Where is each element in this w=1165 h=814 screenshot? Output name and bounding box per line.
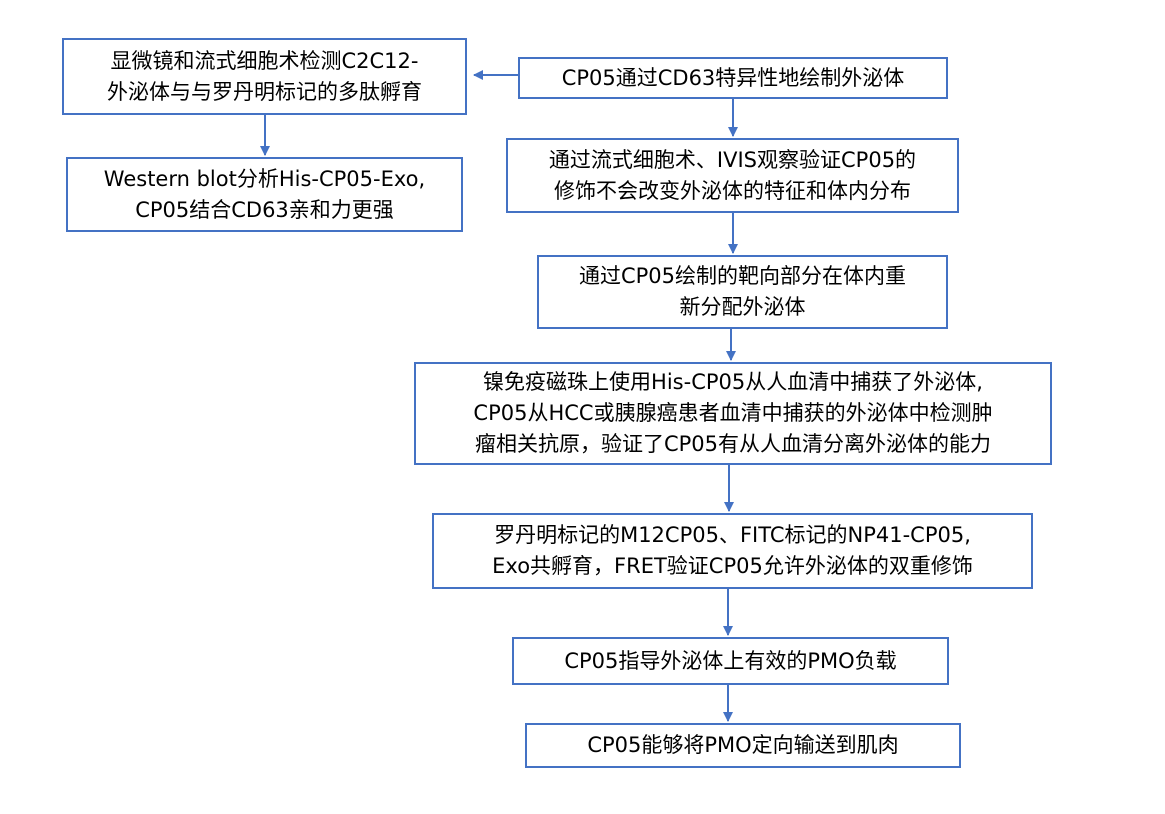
node-pmo-muscle-line-1: CP05能够将PMO定向输送到肌肉 [587,733,899,757]
node-flow-ivis-line-2: 修饰不会改变外泌体的特征和体内分布 [553,178,911,203]
node-microscopy-line-2: 外泌体与与罗丹明标记的多肽孵育 [107,79,422,104]
node-capture-line-2: CP05从HCC或胰腺癌患者血清中捕获的外泌体中检测肿 [473,401,993,425]
node-dual: 罗丹明标记的M12CP05、FITC标记的NP41-CP05, Exo共孵育，F… [432,513,1033,589]
node-western-line-2: CP05结合CD63亲和力更强 [135,197,394,222]
node-redistribute-line-2: 新分配外泌体 [679,295,806,319]
node-capture-line-1: 镍免疫磁珠上使用His-CP05从人血清中捕获了外泌体, [483,370,983,394]
node-flow-ivis: 通过流式细胞术、IVIS观察验证CP05的 修饰不会改变外泌体的特征和体内分布 [506,138,959,213]
node-cp05-paint: CP05通过CD63特异性地绘制外泌体 [518,57,948,99]
node-pmo-muscle: CP05能够将PMO定向输送到肌肉 [525,723,961,768]
node-capture: 镍免疫磁珠上使用His-CP05从人血清中捕获了外泌体, CP05从HCC或胰腺… [414,362,1052,465]
node-western-line-1: Western blot分析His-CP05-Exo, [103,166,426,191]
node-dual-line-1: 罗丹明标记的M12CP05、FITC标记的NP41-CP05, [494,523,971,547]
node-redistribute-line-1: 通过CP05绘制的靶向部分在体内重 [578,264,907,288]
node-western: Western blot分析His-CP05-Exo, CP05结合CD63亲和… [66,157,463,232]
node-microscopy: 显微镜和流式细胞术检测C2C12- 外泌体与与罗丹明标记的多肽孵育 [62,38,467,115]
node-dual-line-2: Exo共孵育，FRET验证CP05允许外泌体的双重修饰 [492,554,973,578]
node-pmo-load-line-1: CP05指导外泌体上有效的PMO负载 [564,648,897,673]
node-capture-line-3: 瘤相关抗原，验证了CP05有从人血清分离外泌体的能力 [474,432,992,456]
node-redistribute: 通过CP05绘制的靶向部分在体内重 新分配外泌体 [537,255,948,329]
node-flow-ivis-line-1: 通过流式细胞术、IVIS观察验证CP05的 [548,147,917,172]
node-microscopy-line-1: 显微镜和流式细胞术检测C2C12- [110,48,419,73]
node-pmo-load: CP05指导外泌体上有效的PMO负载 [512,637,949,685]
node-cp05-paint-line-1: CP05通过CD63特异性地绘制外泌体 [561,65,905,90]
